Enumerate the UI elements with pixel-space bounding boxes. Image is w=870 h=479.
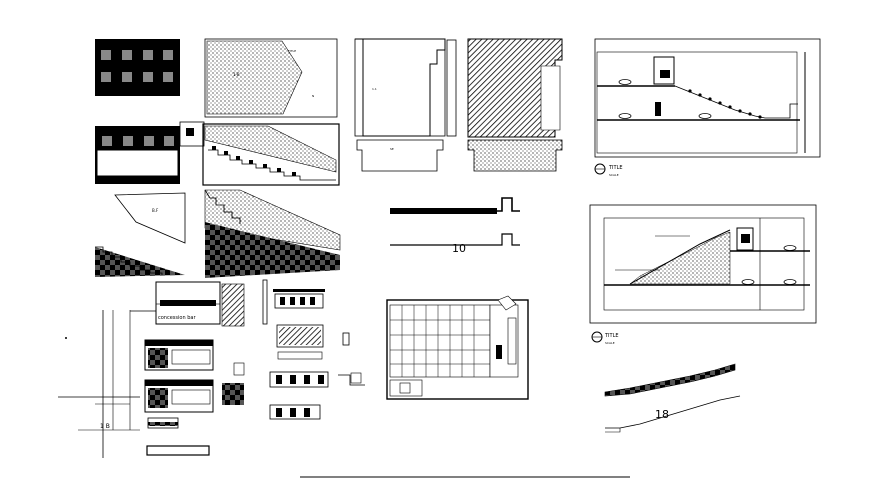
stepped-wedge-dark: [95, 246, 185, 277]
svg-text:1.1: 1.1: [372, 87, 377, 91]
stepped-profile-outline: 18: [605, 395, 741, 433]
auditorium-section-lower: [589, 204, 817, 324]
seat-detail-grid: [276, 324, 324, 360]
seat-detail-bottom: [269, 404, 321, 420]
leader-lines-left: 1 B: [58, 310, 140, 458]
building-plan-outline: 1.1 SE: [354, 38, 446, 172]
auditorium-section-upper: [594, 38, 821, 158]
concession-bar-plan: concession bar: [130, 281, 245, 327]
section-label-10: 10: [452, 242, 466, 255]
trapezoid-plan: B.F: [114, 192, 186, 244]
profile-line-1: [390, 197, 520, 214]
elevation-detail-a: [144, 339, 214, 371]
dotted-site-plan: 1-B TITLE N: [204, 38, 338, 118]
title-block-1: TITLE SCALE: [594, 163, 623, 177]
elevation-detail-b: [144, 379, 214, 413]
thin-column-detail: [446, 39, 457, 137]
stepped-profile-dark: [604, 363, 736, 397]
svg-text:TITLE: TITLE: [287, 49, 296, 53]
svg-text:SE: SE: [390, 147, 394, 151]
seat-detail-row: [269, 371, 329, 388]
dark-block-windows: [95, 39, 180, 96]
title-block-1-title: TITLE: [608, 165, 623, 171]
title-block-1-sub: SCALE: [609, 173, 619, 177]
small-detail-blocks: [146, 362, 245, 456]
seat-detail-top: [273, 289, 325, 309]
dark-strip-block: [95, 126, 180, 184]
auditorium-floor-plan: [386, 295, 529, 400]
title-block-2-sub: SCALE: [605, 341, 615, 345]
title-block-2: TITLE SCALE: [591, 331, 619, 345]
section-label-18: 18: [655, 408, 669, 421]
hatched-plan: [467, 38, 563, 172]
vertical-post-detail: [262, 279, 268, 325]
left-marker: 1 B: [100, 423, 110, 430]
dark-wedge-section: [204, 189, 341, 278]
svg-text:N: N: [312, 94, 314, 98]
concession-bar-label: concession bar: [158, 315, 196, 321]
svg-text:B.F: B.F: [152, 208, 159, 213]
small-step-detail: [338, 332, 365, 386]
svg-text:1-B: 1-B: [233, 72, 240, 77]
stepped-seating-section: [179, 121, 340, 186]
title-block-2-title: TITLE: [604, 333, 619, 339]
profile-line-2: 10: [390, 233, 520, 255]
